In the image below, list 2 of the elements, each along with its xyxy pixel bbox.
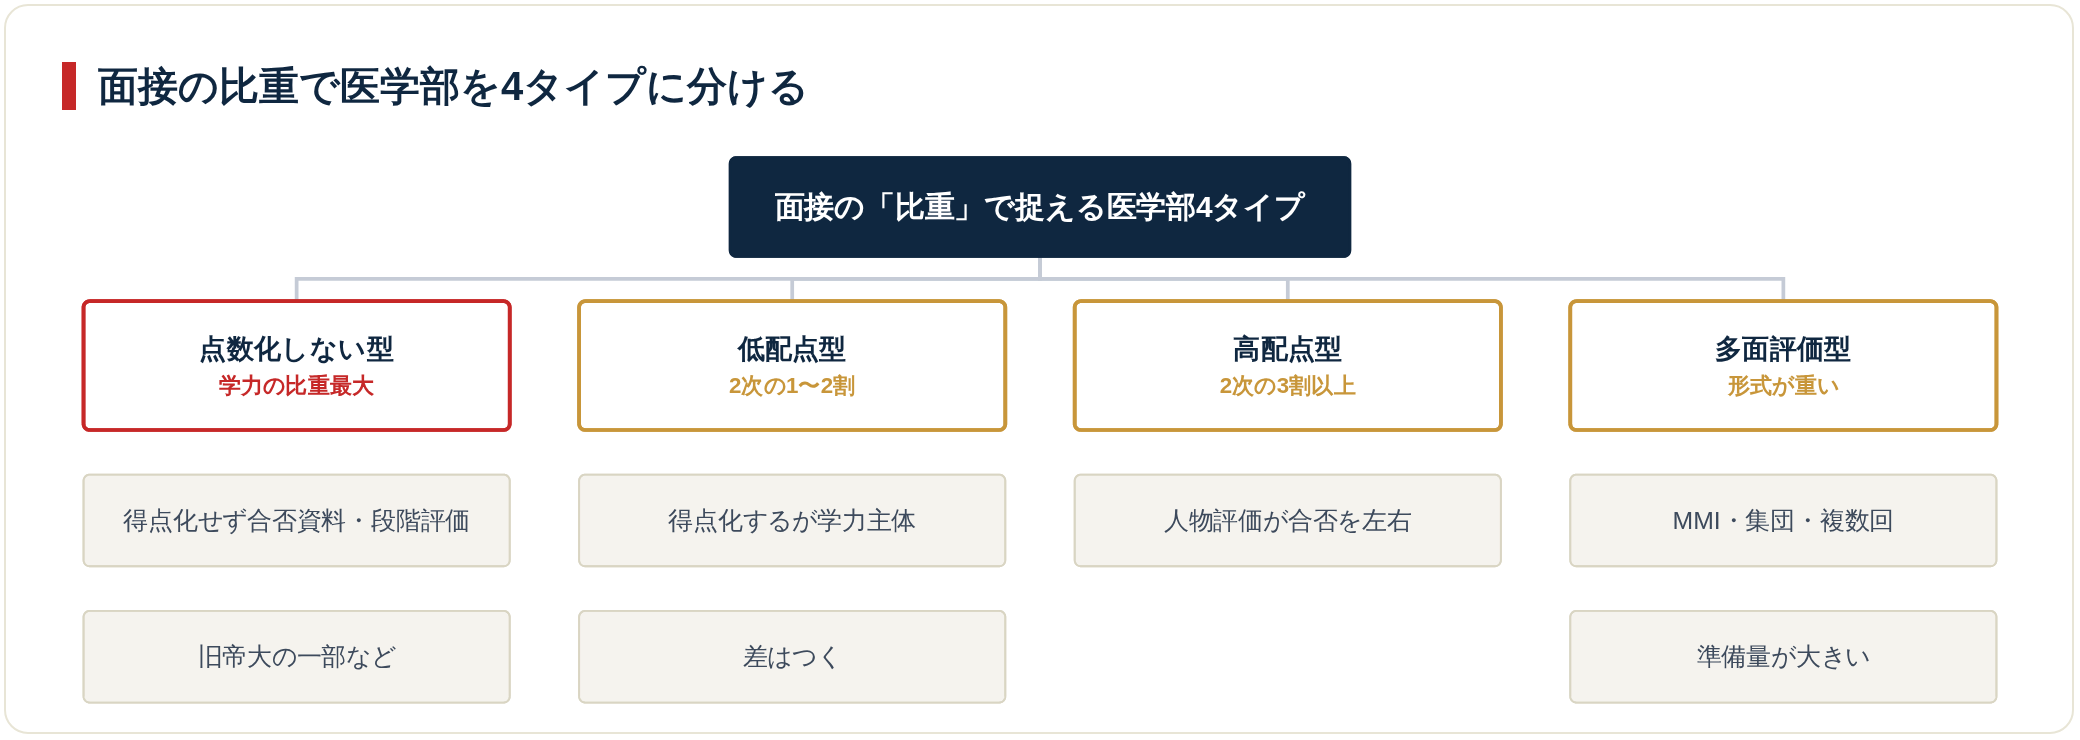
title: 面接の比重で医学部を4タイプに分ける	[62, 62, 810, 110]
connector	[1038, 256, 1786, 302]
